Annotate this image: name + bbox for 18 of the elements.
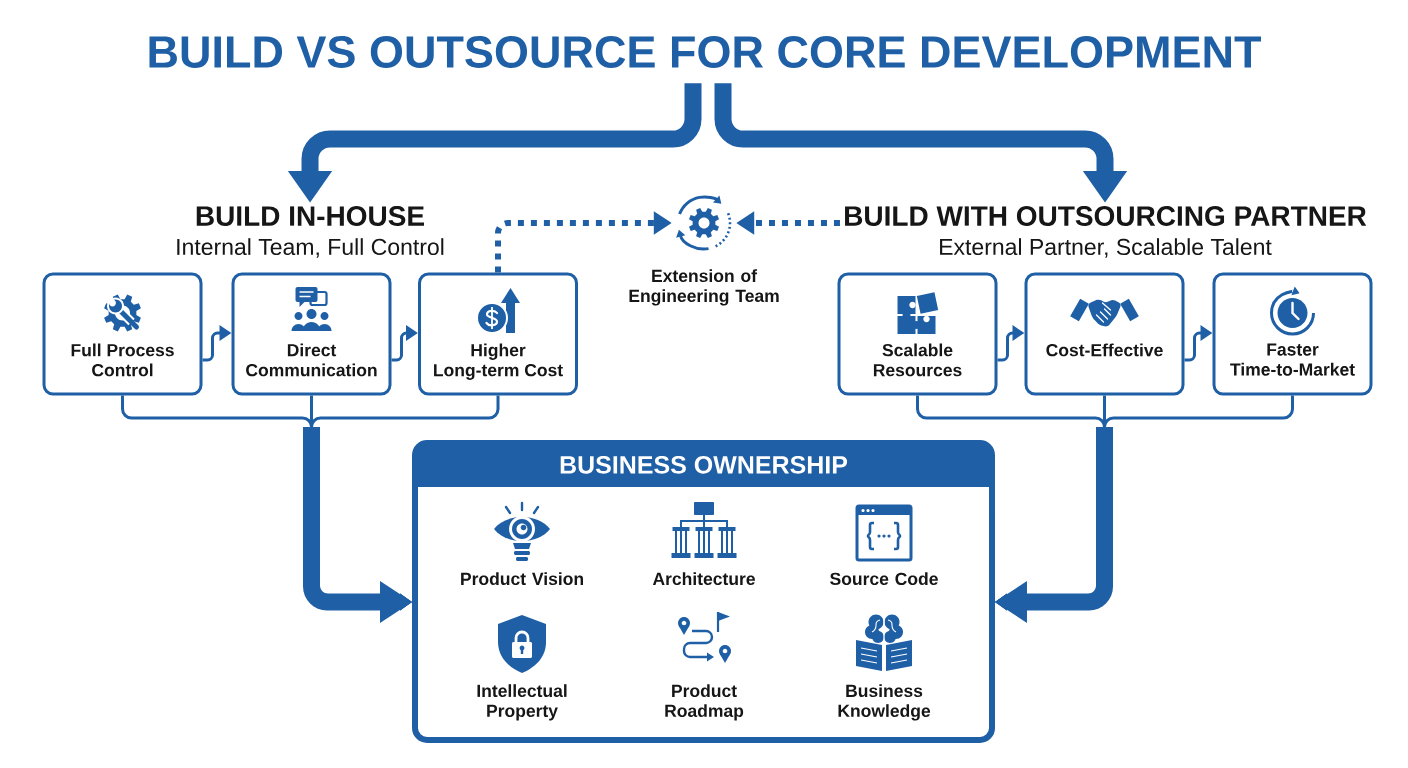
icon-label: Extension of Engineering Team <box>629 269 779 306</box>
feature-box: Full Process Control <box>42 272 203 396</box>
feature-box: Faster Time-to-Market <box>1212 272 1373 396</box>
item-label: Business Knowledge <box>838 684 931 721</box>
subtitle: External Partner, Scalable Talent <box>940 238 1272 258</box>
feature-box: Direct Communication <box>231 272 392 396</box>
subtitle: Internal Team, Full Control <box>177 238 444 258</box>
feature-box: Scalable Resources <box>837 272 998 396</box>
item-label: Source Code <box>830 572 938 586</box>
item-label: Architecture <box>652 572 755 586</box>
feature-box: Cost-Effective <box>1024 272 1185 396</box>
item-label: Product Roadmap <box>665 684 744 721</box>
section-heading: BUILD IN-HOUSE <box>196 206 424 226</box>
item-label: Product Vision <box>461 572 583 586</box>
title: BUILD VS OUTSOURCE FOR CORE DEVELOPMENT <box>149 36 1261 68</box>
item-label: Intellectual Property <box>477 684 567 721</box>
section-heading: BUILD WITH OUTSOURCING PARTNER <box>845 206 1367 226</box>
feature-box: Higher Long-term Cost <box>418 272 578 396</box>
